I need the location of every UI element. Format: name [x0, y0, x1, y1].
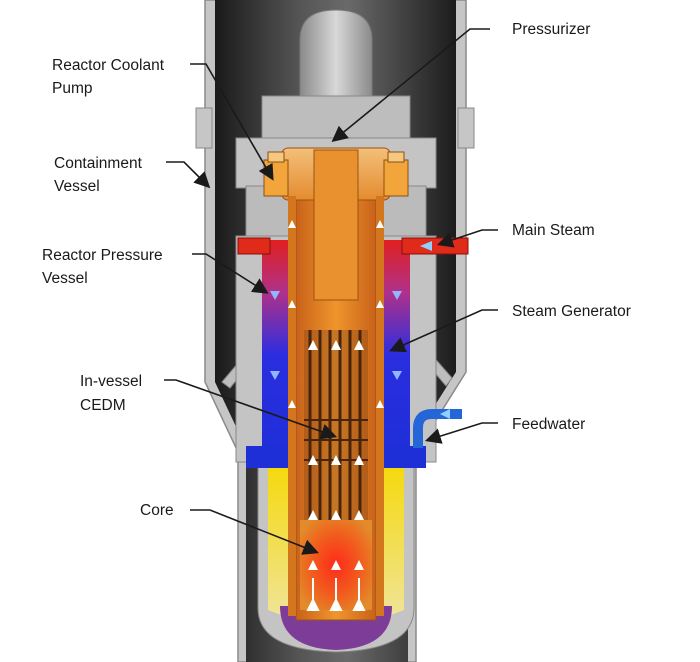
pressurizer-standpipe — [313, 149, 359, 301]
label-steam-generator: Steam Generator — [512, 303, 631, 320]
label-containment-vessel-1: Containment — [54, 155, 143, 172]
reactor-coolant-pump-left — [263, 151, 289, 197]
label-main-steam: Main Steam — [512, 222, 595, 239]
label-feedwater: Feedwater — [512, 416, 585, 433]
label-in-vessel-cedm-1: In-vessel — [80, 373, 142, 390]
label-containment-vessel-2: Vessel — [54, 178, 100, 195]
feedwater-pipe — [413, 409, 462, 448]
cedm-rods — [304, 330, 368, 530]
label-pressurizer: Pressurizer — [512, 21, 590, 38]
containment-flange-right — [457, 107, 475, 149]
steam-arrow-icon — [420, 241, 432, 251]
rpv-pointer — [192, 253, 269, 294]
coldleg-left — [268, 468, 294, 620]
containment-pointer — [166, 161, 211, 189]
coldleg-right — [378, 468, 404, 620]
label-reactor-pressure-vessel-2: Vessel — [42, 270, 88, 287]
label-core: Core — [140, 502, 174, 519]
core-flow-arrows — [288, 220, 384, 611]
downcomer-right — [384, 240, 410, 450]
reactor-coolant-pump-right — [383, 151, 409, 197]
rcp-pointer — [190, 63, 274, 181]
sg-outlet-left — [246, 446, 292, 468]
main-steam-pointer — [436, 229, 498, 248]
downcomer-flow-arrows — [270, 291, 402, 380]
label-reactor-coolant-pump-1: Reactor Coolant — [52, 57, 165, 74]
sg-outlet-right — [380, 446, 426, 468]
feedwater-arrow-icon — [440, 409, 450, 419]
cedm-pointer — [164, 379, 338, 440]
pressurizer-pointer — [331, 28, 490, 143]
feedwater-pointer — [424, 422, 498, 444]
containment-flange-left — [195, 107, 213, 149]
main-steam-pipe-right — [401, 237, 469, 255]
core-pointer — [190, 509, 319, 555]
upper-head-flange — [261, 95, 411, 145]
label-reactor-coolant-pump-2: Pump — [52, 80, 93, 97]
label-in-vessel-cedm-2: CEDM — [80, 397, 126, 414]
main-steam-pipe-left — [237, 237, 271, 255]
label-reactor-pressure-vessel-1: Reactor Pressure — [42, 247, 163, 264]
sg-pointer — [389, 309, 498, 353]
